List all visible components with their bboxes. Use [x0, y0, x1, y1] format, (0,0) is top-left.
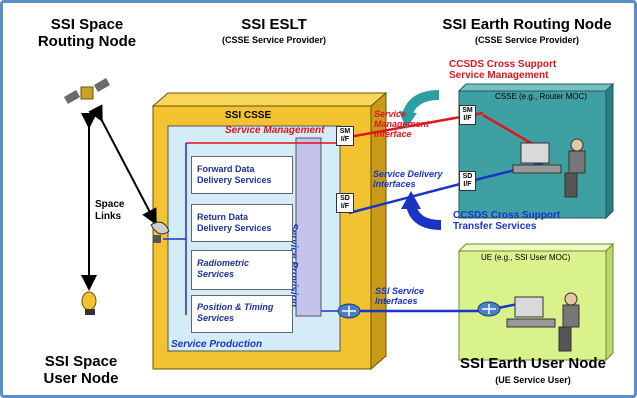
- service-production-label: Service Production: [171, 339, 263, 350]
- user-workstation-icon: [506, 292, 580, 352]
- cross-support-transfer-arrowhead: [401, 191, 421, 209]
- earth-user-node-title: SSI Earth User Node: [460, 355, 606, 372]
- space-link-upper: [88, 104, 157, 226]
- service-mgmt-interface-text: Service Management Interface: [374, 109, 430, 139]
- cross-support-mgmt-arrowhead: [399, 111, 417, 129]
- eslt-subtitle: (CSSE Service Provider): [221, 35, 327, 45]
- ground-antenna-icon: [150, 221, 170, 243]
- service-delivery-interfaces-text: Service Delivery Interfaces: [373, 169, 443, 189]
- service-provision-panel: [295, 137, 322, 317]
- eslt-title: SSI ESLT: [241, 16, 307, 33]
- space-routing-node-label: SSI Space Routing Node: [37, 16, 137, 50]
- earth-routing-node-subtitle: (CSSE Service Provider): [474, 35, 580, 45]
- user-moc-label: UE (e.g., SSI User MOC): [481, 253, 571, 262]
- space-links-label: Space Links: [95, 199, 125, 222]
- ssi-service-interfaces-text: SSI Service Interfaces: [375, 286, 425, 306]
- csse-title: SSI CSSE: [225, 110, 272, 121]
- user-router-icon: [477, 301, 501, 317]
- csse-service-management: Service Management: [225, 125, 325, 136]
- earth-routing-node-title: SSI Earth Routing Node: [442, 16, 612, 33]
- esl-router-icon: [337, 303, 361, 319]
- earth-user-node-subtitle: (UE Service User): [495, 375, 571, 385]
- space-user-node-label: SSI Space User Node: [43, 353, 119, 387]
- router-workstation-icon: [512, 138, 586, 198]
- cross-support-mgmt-arrow: [402, 90, 440, 117]
- user-satellite-icon: [81, 291, 97, 315]
- satellite-icon: [63, 78, 111, 104]
- router-moc-label: CSSE (e.g., Router MOC): [495, 92, 588, 101]
